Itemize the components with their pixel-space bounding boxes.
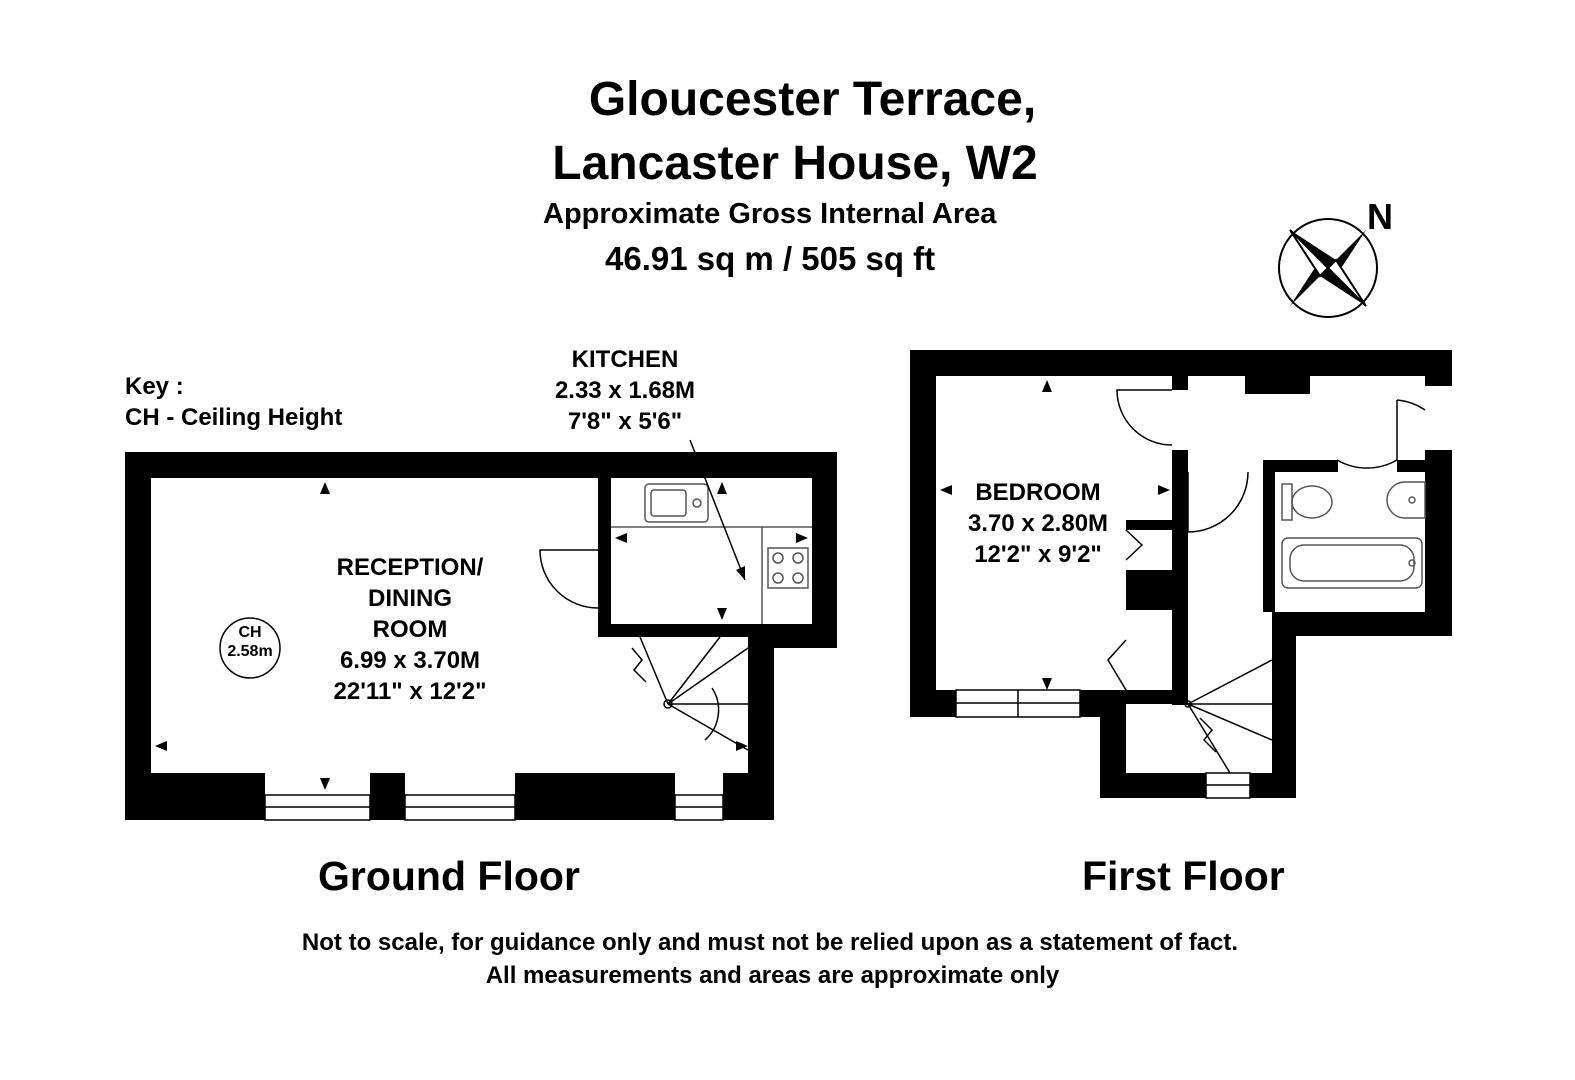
ground-floor-arrows xyxy=(155,482,808,790)
key-entry: CH - Ceiling Height xyxy=(125,404,343,431)
first-floor-walls xyxy=(910,350,1452,798)
first-floor-doors xyxy=(1107,389,1426,691)
key-title: Key : xyxy=(125,373,184,400)
first-floor-stair xyxy=(1184,659,1273,774)
reception-metric: 6.99 x 3.70M xyxy=(339,647,481,674)
ground-floor-windows xyxy=(264,794,724,821)
kitchen-fixtures xyxy=(611,483,812,624)
area-value: 46.91 sq m / 505 sq ft xyxy=(605,240,936,277)
first-floor-label: First Floor xyxy=(1082,853,1285,899)
kitchen-label: KITCHEN 2.33 x 1.68M 7'8" x 5'6" xyxy=(540,344,710,437)
bathroom-fixtures xyxy=(1281,481,1426,589)
ceiling-height-abbrev: CH xyxy=(238,624,262,641)
plan-title-line1: Gloucester Terrace, xyxy=(588,73,1037,126)
first-floor-windows xyxy=(955,689,1251,799)
reception-name-line3: ROOM xyxy=(372,616,448,643)
disclaimer-line1: Not to scale, for guidance only and must… xyxy=(301,929,1239,956)
reception-label: RECEPTION/ DINING ROOM 6.99 x 3.70M 22'1… xyxy=(300,552,520,707)
reception-imperial: 22'11" x 12'2" xyxy=(333,678,487,705)
ground-floor-walls xyxy=(125,452,837,820)
north-label: N xyxy=(1367,196,1393,237)
bedroom-metric: 3.70 x 2.80M xyxy=(967,510,1109,537)
reception-name-line1: RECEPTION/ xyxy=(336,554,484,581)
disclaimer-line2: All measurements and areas are approxima… xyxy=(485,962,1060,989)
kitchen-imperial: 7'8" x 5'6" xyxy=(567,408,683,435)
bedroom-label: BEDROOM 3.70 x 2.80M 12'2" x 9'2" xyxy=(938,477,1138,570)
kitchen-name: KITCHEN xyxy=(571,346,679,373)
ceiling-height-marker xyxy=(219,617,281,679)
bedroom-name: BEDROOM xyxy=(975,479,1101,506)
bedroom-imperial: 12'2" x 9'2" xyxy=(974,541,1102,568)
area-label: Approximate Gross Internal Area xyxy=(543,198,997,230)
ceiling-height-label: CH 2.58m xyxy=(221,623,279,661)
ground-floor-door-stair xyxy=(539,439,749,751)
reception-name-line2: DINING xyxy=(368,585,452,612)
kitchen-metric: 2.33 x 1.68M xyxy=(554,377,696,404)
plan-title-line2: Lancaster House, W2 xyxy=(552,137,1038,190)
first-floor-arrows xyxy=(940,380,1170,690)
ceiling-height-value: 2.58m xyxy=(227,643,273,660)
ground-floor-label: Ground Floor xyxy=(318,853,580,899)
compass-icon xyxy=(1278,218,1378,318)
